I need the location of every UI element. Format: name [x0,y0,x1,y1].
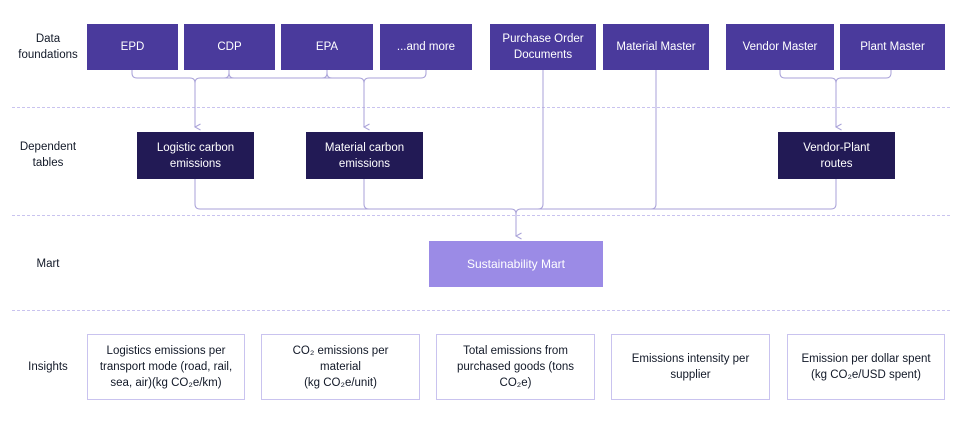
connector-vendor-master [779,70,836,127]
connector-material-bus [363,179,370,210]
insight-logistics-emissions: Logistics emissions per transport mode (… [87,334,245,400]
insight-co2-per-material: CO₂ emissions per material (kg CO₂e/unit… [261,334,420,400]
mart-sustainability: Sustainability Mart [429,241,603,287]
insight-emission-per-dollar: Emission per dollar spent (kg CO₂e/USD s… [787,334,945,400]
row-label-data-foundations: Data foundations [18,33,78,61]
connector-epd [131,70,195,127]
foundation-and-more: ...and more [380,24,472,70]
row-label-insights: Insights [28,361,68,373]
connector-material-master-bus [521,70,657,210]
connector-plant-master [835,70,892,84]
divider [12,107,950,108]
connector-purchase-order-bus [515,70,544,215]
foundation-cdp: CDP [184,24,275,70]
insight-total-emissions: Total emissions from purchased goods (to… [436,334,595,400]
connector-cdp [194,70,230,84]
row-label-dependent-tables: Dependent tables [19,141,77,169]
row-label-mart: Mart [36,258,60,270]
dependent-logistic-carbon-emissions: Logistic carbon emissions [137,132,254,179]
insight-emissions-intensity: Emissions intensity per supplier [611,334,770,400]
foundation-epa: EPA [281,24,373,70]
foundation-purchase-order-documents: Purchase Order Documents [490,24,596,70]
foundation-vendor-master: Vendor Master [726,24,834,70]
connector-epa [200,70,328,79]
dependent-vendor-plant-routes: Vendor-Plant routes [778,132,895,179]
foundation-epd: EPD [87,24,178,70]
divider [12,310,950,311]
foundation-material-master: Material Master [603,24,709,70]
dependent-material-carbon-emissions: Material carbon emissions [306,132,423,179]
connector-cdp-material [228,70,365,84]
connector-epa-material [326,70,359,79]
foundation-plant-master: Plant Master [840,24,945,70]
connector-vendor-plant-bus [521,179,837,210]
connector-logistic-bus [194,179,516,236]
connector-more [364,70,427,127]
divider [12,215,950,216]
